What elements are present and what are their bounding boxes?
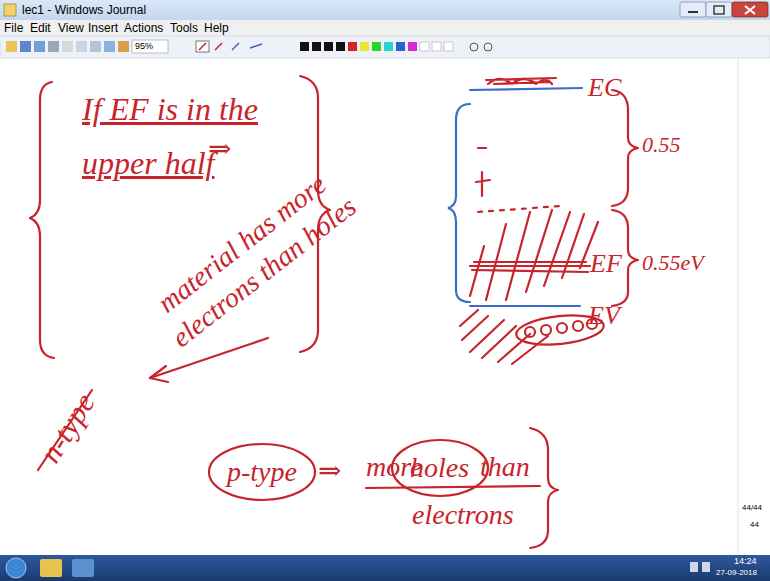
right-brace xyxy=(530,428,558,548)
close-button xyxy=(732,2,768,17)
hatching xyxy=(460,310,548,364)
tray-icon xyxy=(702,562,710,572)
dotted-level xyxy=(478,206,560,212)
menu-item: Actions xyxy=(124,21,163,35)
clock-date: 27-09-2018 xyxy=(716,568,757,578)
energy-gap: 0.55 xyxy=(642,132,681,158)
circled-word: p-type xyxy=(211,446,313,498)
page-edge xyxy=(738,58,739,555)
implies-arrow: ⇒ xyxy=(208,132,231,166)
band-label: EF xyxy=(590,248,622,279)
arrow-head xyxy=(150,366,168,382)
left-brace xyxy=(448,104,470,302)
circled-word: holes xyxy=(394,442,486,494)
menu-item: Edit xyxy=(30,21,51,35)
implies-arrow: ⇒ xyxy=(318,454,341,488)
gap-brace xyxy=(612,90,638,206)
toolbar xyxy=(0,36,770,58)
statement: material has more electrons than holes xyxy=(132,153,373,364)
zoom-level: 95% xyxy=(135,41,153,52)
menu-item: Help xyxy=(204,21,229,35)
circled-text: holes xyxy=(410,452,469,484)
type-label: n-type xyxy=(32,387,102,470)
hatching xyxy=(470,210,598,300)
page-number: 44 xyxy=(750,520,759,530)
tray-icon xyxy=(690,562,698,572)
fermi-level xyxy=(470,262,590,272)
statement: If EF is in the upper half xyxy=(82,82,297,190)
maximize-button xyxy=(706,2,732,17)
hole xyxy=(541,325,551,335)
taskbar xyxy=(0,555,770,581)
energy-gap: 0.55eV xyxy=(642,250,704,276)
hole xyxy=(525,327,535,337)
menu-item: Insert xyxy=(88,21,118,35)
menu-item: File xyxy=(4,21,23,35)
window-title: lec1 - Windows Journal xyxy=(22,3,146,17)
underline xyxy=(366,486,540,488)
circle-outline xyxy=(392,440,488,496)
menu-item: Tools xyxy=(170,21,198,35)
app-icon xyxy=(4,4,16,16)
menu-bar xyxy=(0,20,770,36)
ink-mark xyxy=(478,147,486,149)
minimize-button xyxy=(680,2,706,17)
circled-text: p-type xyxy=(227,456,297,488)
statement-word: electrons xyxy=(412,498,514,532)
title-bar xyxy=(0,0,770,20)
valence-band xyxy=(470,305,580,307)
electron-scribble xyxy=(486,78,556,84)
ink-blue xyxy=(448,88,582,306)
hole xyxy=(557,323,567,333)
page-number: 44/44 xyxy=(742,503,762,513)
menu-item: View xyxy=(58,21,84,35)
circle-outline xyxy=(209,444,315,500)
hole xyxy=(573,321,583,331)
ink-mark xyxy=(476,172,490,196)
start-button xyxy=(6,558,26,578)
conduction-band xyxy=(470,88,582,90)
taskbar-icon xyxy=(40,559,62,577)
toolbar-icons xyxy=(6,40,492,53)
band-label: EC xyxy=(588,72,621,103)
left-brace xyxy=(30,82,54,358)
ink-red xyxy=(30,76,638,548)
taskbar-icon xyxy=(72,559,94,577)
clock-time: 14:24 xyxy=(734,556,757,567)
band-label: EV xyxy=(588,300,620,331)
